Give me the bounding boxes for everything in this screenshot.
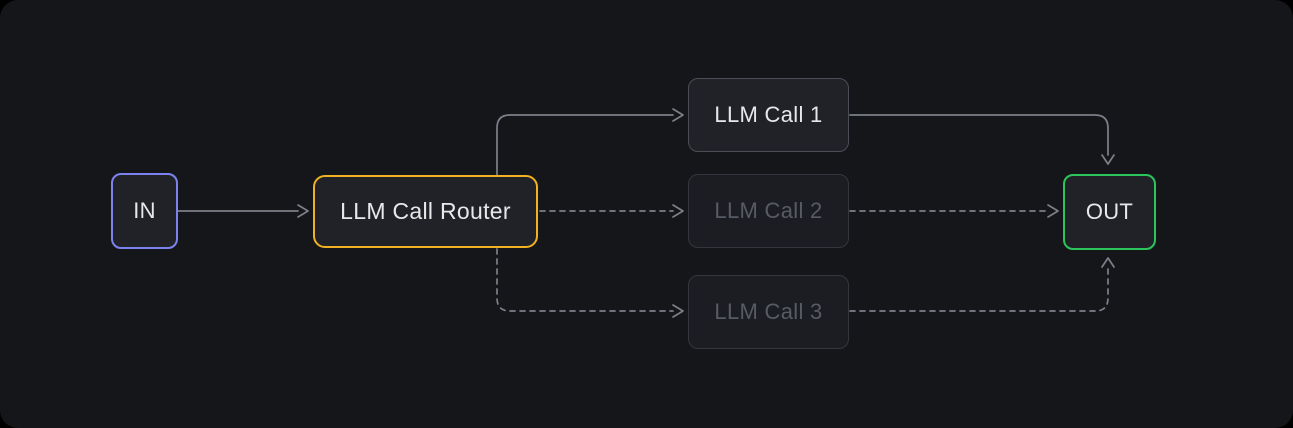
edge-in-router [177,204,309,218]
node-llm-call-3: LLM Call 3 [688,275,849,349]
node-router-label: LLM Call Router [340,198,511,224]
node-out-label: OUT [1085,199,1134,224]
node-call1-label: LLM Call 1 [714,102,823,127]
node-in: IN [111,173,178,249]
node-out: OUT [1063,174,1156,250]
node-llm-call-1: LLM Call 1 [688,78,849,152]
node-in-label: IN [133,198,156,223]
node-llm-call-2: LLM Call 2 [688,174,849,248]
edge-call3-out [849,257,1115,312]
edge-router-call1 [496,108,684,176]
node-call3-label: LLM Call 3 [714,299,823,324]
edge-call2-out [849,204,1059,218]
node-call2-label: LLM Call 2 [714,198,823,223]
edge-router-call3 [496,248,684,318]
node-llm-call-router: LLM Call Router [313,175,538,248]
edge-router-call2 [539,204,684,218]
edge-call1-out [849,114,1115,165]
